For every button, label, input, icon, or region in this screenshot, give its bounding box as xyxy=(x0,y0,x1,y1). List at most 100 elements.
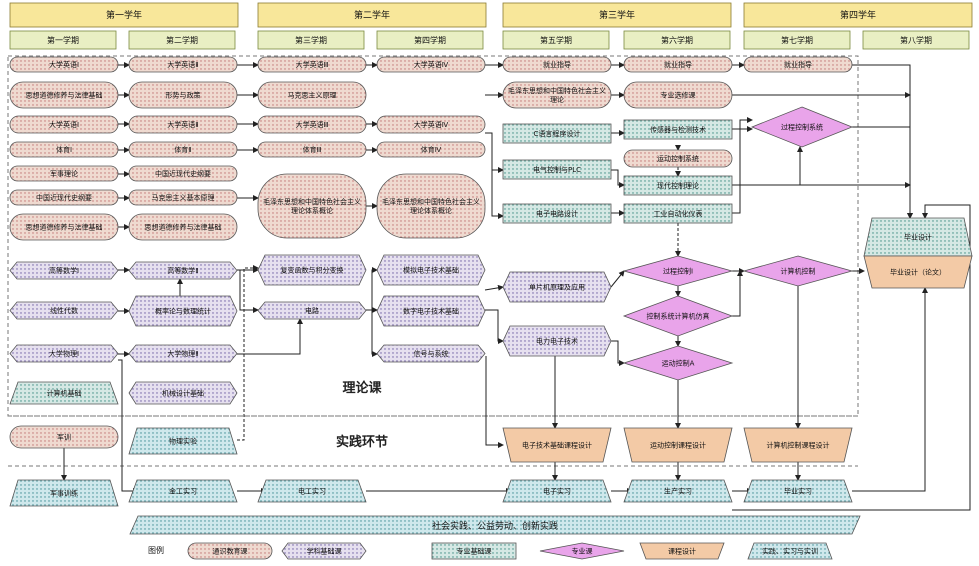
course-plc-text: 电气控制与PLC xyxy=(533,165,581,174)
course-pe3-text: 大学英语Ⅲ xyxy=(296,60,329,69)
course-pcm-text: 计算机控制 xyxy=(781,266,816,275)
course-pwr-text: 电力电子技术 xyxy=(536,336,578,345)
semester-headers: 第一学期第二学期第三学期第四学期第五学期第六学期第七学期第八学期 xyxy=(9,30,970,50)
course-prac_pro: 生产实习 xyxy=(623,479,733,503)
course-cad-text: 计算机基础 xyxy=(47,388,82,397)
course-pol5-text: 毛泽东思想和中国特色社会主义 xyxy=(508,86,606,95)
legend-item-6: 实践、实习与实训 xyxy=(747,542,833,560)
course-eng3: 大学英语Ⅲ xyxy=(257,115,367,134)
course-pe5: 就业指导 xyxy=(502,56,612,73)
course-phys2: 大学物理Ⅱ xyxy=(128,344,238,363)
course-pol1: 思想道德修养与法律基础 xyxy=(9,81,119,109)
course-col1-text: 中国近现代史纲要 xyxy=(36,193,92,202)
legend: 图例 通识教育课学科基础课专业基础课专业课课程设计实践、实习与实训 xyxy=(148,542,833,560)
legend-item-2-text: 学科基础课 xyxy=(307,546,342,555)
semester-header-2: 第二学期 xyxy=(128,30,236,50)
section-label-theory: 理论课 xyxy=(342,380,382,396)
course-elec1-text: 模拟电子技术基础 xyxy=(403,265,459,274)
course-elec1: 模拟电子技术基础 xyxy=(376,254,486,286)
course-pc3: 控制系统计算机仿真 xyxy=(622,295,734,337)
section-label-practice: 实践环节 xyxy=(336,434,388,450)
course-math1-text: 高等数学Ⅰ xyxy=(49,266,79,275)
semester-header-7: 第七学期 xyxy=(743,30,851,50)
legend-item-3: 专业基础课 xyxy=(431,542,517,560)
course-big2-text: 毛泽东思想和中国特色社会主义 xyxy=(382,197,480,206)
course-prac_ele: 电子实习 xyxy=(502,479,612,503)
legend-title: 图例 xyxy=(148,545,164,555)
course-pol3: 马克思主义原理 xyxy=(257,81,367,109)
course-pc2: 运动控制A xyxy=(622,345,734,381)
year-header-4-text: 第四学年 xyxy=(840,9,876,21)
course-mech: 机械设计基础 xyxy=(128,381,238,405)
semester-header-1: 第一学期 xyxy=(9,30,117,50)
course-prac_ele-text: 电子实习 xyxy=(543,486,571,495)
course-cd3: 计算机控制课程设计 xyxy=(743,427,853,463)
course-sem-text: 专业选修课 xyxy=(661,90,696,99)
course-pe6: 就业指导 xyxy=(623,56,733,73)
course-mc: 单片机原理及应用 xyxy=(502,271,612,303)
course-pe5-text: 就业指导 xyxy=(543,60,571,69)
course-pe_b: 体育Ⅱ xyxy=(128,141,238,158)
course-pe2-text: 大学英语Ⅱ xyxy=(167,60,198,69)
legend-item-5: 课程设计 xyxy=(639,542,725,560)
course-cs1-text: 传感器与检测技术 xyxy=(650,125,706,134)
course-big1-text: 毛泽东思想和中国特色社会主义 xyxy=(263,197,361,206)
connectors xyxy=(61,62,971,511)
course-pe3: 大学英语Ⅲ xyxy=(257,56,367,73)
course-circ-text: 电路 xyxy=(305,306,319,315)
course-prob-text: 概率论与数理统计 xyxy=(155,306,211,315)
course-ind-text: 工业自动化仪表 xyxy=(654,209,703,218)
course-math2: 高等数学Ⅱ xyxy=(128,261,238,280)
course-pe_c-text: 体育Ⅲ xyxy=(303,145,322,154)
course-pe4-text: 大学英语Ⅳ xyxy=(414,60,449,69)
course-grad_top-text: 毕业设计 xyxy=(904,232,932,241)
semester-header-2-text: 第二学期 xyxy=(166,35,198,45)
semester-header-6-text: 第六学期 xyxy=(661,35,693,45)
semester-header-1-text: 第一学期 xyxy=(47,35,79,45)
semester-header-4-text: 第四学期 xyxy=(414,35,446,45)
course-sig-text: 信号与系统 xyxy=(414,349,449,358)
course-eng2: 大学英语Ⅱ xyxy=(128,115,238,134)
course-cd1: 电子技术基础课程设计 xyxy=(502,427,612,463)
course-sig: 信号与系统 xyxy=(376,344,486,363)
course-prob: 概率论与数理统计 xyxy=(128,295,238,327)
course-prog-text: C语言程序设计 xyxy=(534,129,581,138)
course-pe7-text: 就业指导 xyxy=(784,60,812,69)
course-eda: 电子电路设计 xyxy=(502,203,612,224)
course-grad_top: 毕业设计 xyxy=(863,217,973,257)
semester-header-5: 第五学期 xyxy=(502,30,610,50)
course-eda-text: 电子电路设计 xyxy=(536,209,578,218)
year-header-1: 第一学年 xyxy=(9,2,239,28)
course-col1: 中国近现代史纲要 xyxy=(9,189,119,206)
course-pe1: 大学英语Ⅰ xyxy=(9,56,119,73)
legend-item-4-text: 专业课 xyxy=(572,546,593,555)
course-pe_a: 体育Ⅰ xyxy=(9,141,119,158)
course-mil1-text: 军事理论 xyxy=(50,169,78,178)
course-prac_mil-text: 军训 xyxy=(57,433,71,441)
course-pc1-text: 过程控制Ⅰ xyxy=(663,266,693,275)
course-pe1-text: 大学英语Ⅰ xyxy=(49,60,79,69)
course-prac_met-text: 金工实习 xyxy=(169,486,197,495)
course-ind: 工业自动化仪表 xyxy=(623,203,733,224)
course-sem: 专业选修课 xyxy=(623,81,733,109)
course-pe_d-text: 体育Ⅳ xyxy=(421,145,442,154)
course-pol5-text: 理论 xyxy=(550,95,564,104)
course-eng4-text: 大学英语Ⅳ xyxy=(414,120,449,129)
course-cs4-text: 过程控制系统 xyxy=(781,122,823,131)
course-prac_w1: 物理实验 xyxy=(128,427,238,455)
course-cd3-text: 计算机控制课程设计 xyxy=(767,440,830,449)
course-phys2-text: 大学物理Ⅱ xyxy=(167,349,198,358)
course-prac_gra: 毕业实习 xyxy=(743,479,853,503)
course-eng1-text: 大学英语Ⅰ xyxy=(49,120,79,129)
course-lin: 线性代数 xyxy=(9,301,119,320)
semester-header-3: 第三学期 xyxy=(257,30,365,50)
course-nodes: 大学英语Ⅰ 大学英语Ⅱ 大学英语Ⅲ 大学英语Ⅳ 就业指导 就业指导 就业指导思想道德修养与法… xyxy=(9,56,973,507)
course-cs3-text: 现代控制理论 xyxy=(657,181,699,190)
region-outlines xyxy=(7,55,859,467)
course-cs3: 现代控制理论 xyxy=(623,175,733,196)
course-pol2-text: 形势与政策 xyxy=(166,90,201,99)
course-prac_edu-text: 军事训练 xyxy=(50,488,78,497)
legend-item-3-text: 专业基础课 xyxy=(457,546,492,555)
course-cd2-text: 运动控制课程设计 xyxy=(650,440,706,449)
